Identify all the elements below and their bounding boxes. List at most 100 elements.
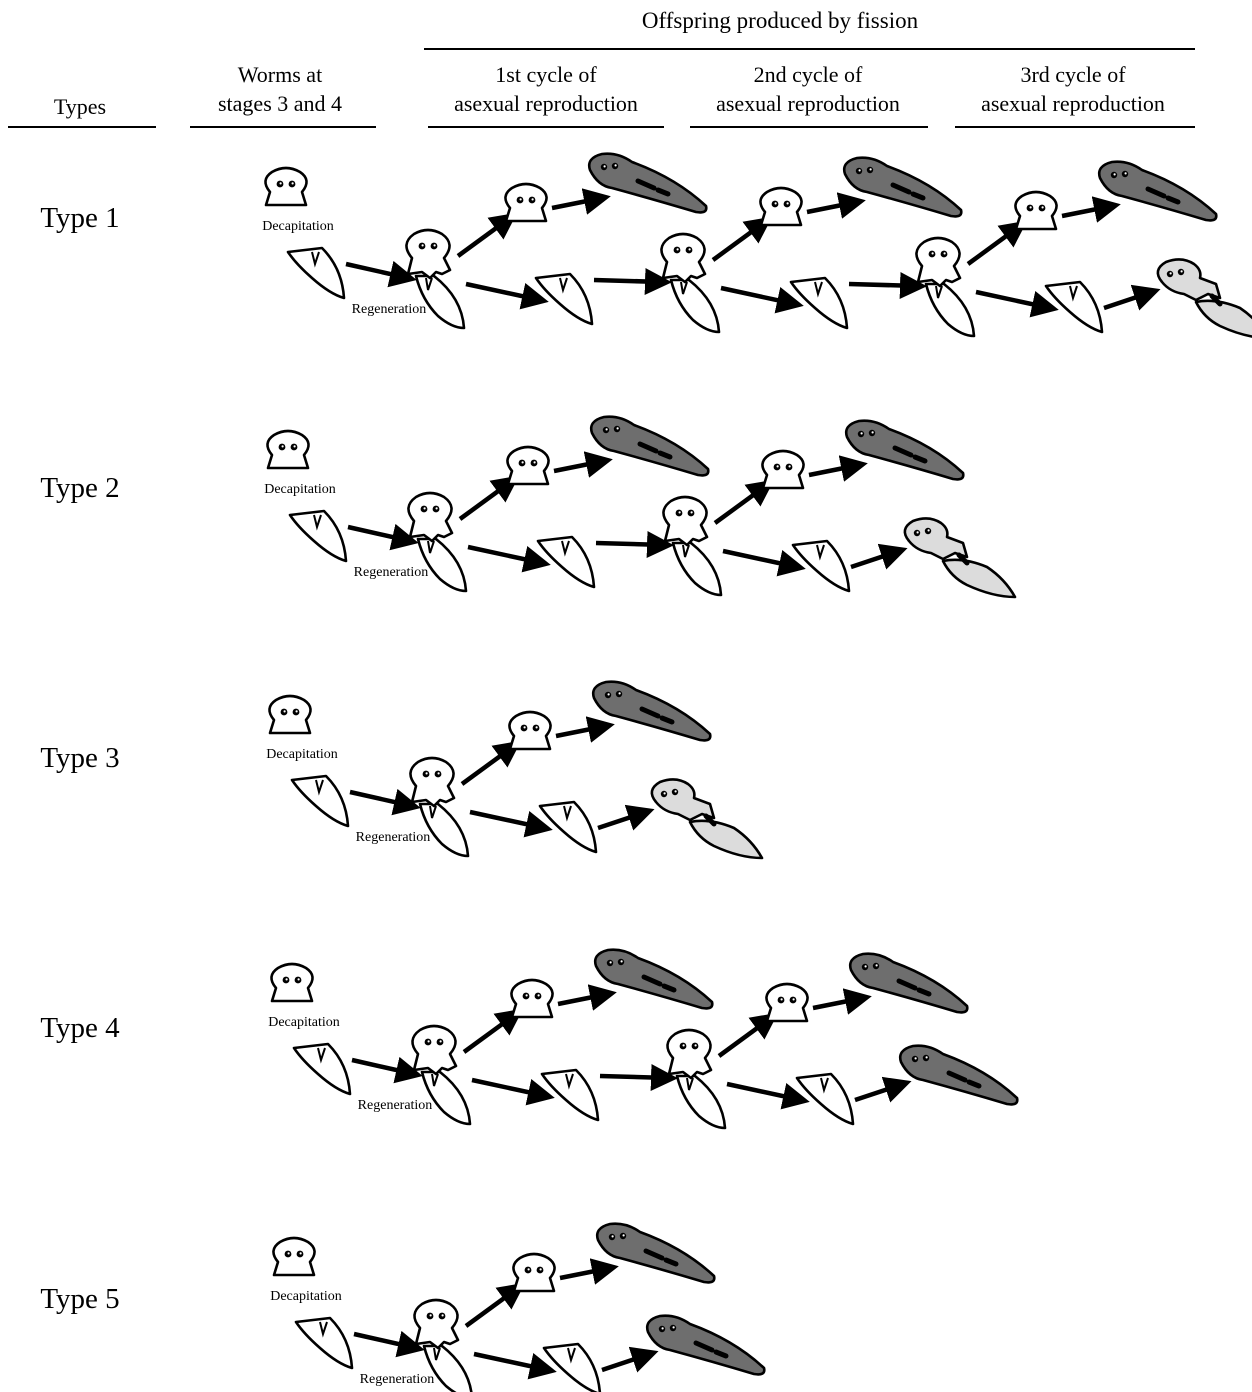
light-regenerated-worm	[905, 518, 1015, 597]
decapitated-head	[272, 1236, 316, 1277]
grown-worm	[850, 954, 967, 1013]
arrow-to-regenerating-worm	[593, 267, 672, 295]
arrow-to-final-worm	[1103, 284, 1161, 311]
grown-worm-from-tail	[647, 1316, 764, 1375]
regeneration-label: Regeneration	[358, 1098, 433, 1113]
decapitation-label: Decapitation	[266, 747, 338, 762]
head-offspring	[510, 978, 554, 1019]
arrow-to-tail-offspring	[975, 289, 1059, 318]
decapitated-tail	[294, 1316, 354, 1370]
decapitated-tail	[290, 774, 350, 828]
tail-offspring	[534, 272, 594, 326]
decapitated-tail	[288, 509, 348, 563]
arrow-to-regenerating-worm	[848, 271, 927, 299]
light-regenerated-worm	[1158, 259, 1252, 338]
arrow-to-regenerating-worm	[599, 1063, 678, 1091]
decapitated-head	[264, 166, 308, 207]
arrow-to-head-offspring	[713, 479, 775, 525]
worms-rule	[190, 126, 376, 128]
head-offspring	[506, 445, 550, 486]
grown-worm	[844, 158, 961, 217]
cycle-1-header: 1st cycle of asexual reproduction	[428, 60, 664, 118]
arrow-to-regenerating-worm	[347, 523, 419, 551]
decapitation-label: Decapitation	[262, 219, 334, 234]
worms-header-line2: stages 3 and 4	[217, 91, 343, 116]
head-offspring	[504, 182, 548, 223]
head-offspring	[1014, 190, 1058, 231]
regeneration-label: Regeneration	[360, 1372, 435, 1387]
grown-worm	[595, 950, 712, 1009]
cycle-2-rule	[690, 126, 928, 128]
grown-worm	[591, 417, 708, 476]
arrow-to-head-offspring	[717, 1012, 779, 1058]
arrow-to-grown-worm	[808, 455, 868, 482]
head-offspring	[508, 710, 552, 751]
decapitation-label: Decapitation	[270, 1289, 342, 1304]
arrow-to-tail-offspring	[467, 544, 551, 573]
grown-worm	[593, 682, 710, 741]
arrow-to-head-offspring	[456, 212, 518, 258]
cycle-3-line1: 3rd cycle of	[1020, 62, 1126, 87]
decapitation-label: Decapitation	[268, 1015, 340, 1030]
cycle-3-rule	[955, 126, 1195, 128]
decapitated-head	[266, 429, 310, 470]
arrow-to-head-offspring	[458, 475, 520, 521]
head-offspring	[512, 1252, 556, 1293]
arrow-to-regenerating-worm	[345, 260, 417, 288]
arrow-to-tail-offspring	[726, 1081, 810, 1110]
cycle-1-rule	[428, 126, 664, 128]
arrow-to-tail-offspring	[720, 285, 804, 314]
grown-worm	[589, 154, 706, 213]
arrow-to-regenerating-worm	[353, 1330, 425, 1358]
arrow-to-final-worm	[601, 1346, 659, 1373]
cycle-1-line1: 1st cycle of	[495, 62, 597, 87]
grown-worm-from-tail	[900, 1046, 1017, 1105]
arrow-to-grown-worm	[553, 451, 613, 478]
head-offspring	[765, 982, 809, 1023]
tail-offspring	[789, 276, 849, 330]
arrow-to-final-worm	[850, 543, 908, 570]
worms-header-line1: Worms at	[237, 62, 323, 87]
arrow-to-head-offspring	[711, 216, 773, 262]
regeneration-label: Regeneration	[352, 302, 427, 317]
cycle-3-header: 3rd cycle of asexual reproduction	[955, 60, 1191, 118]
regenerating-worm	[915, 236, 976, 338]
arrow-to-head-offspring	[460, 740, 522, 786]
arrow-to-head-offspring	[966, 220, 1028, 266]
arrow-to-regenerating-worm	[595, 530, 674, 558]
regenerating-worm	[662, 495, 723, 597]
decapitated-head	[268, 694, 312, 735]
offspring-header: Offspring produced by fission	[641, 8, 919, 33]
arrow-to-grown-worm	[1061, 196, 1121, 223]
cycle-2-line2: asexual reproduction	[716, 91, 900, 116]
arrow-to-grown-worm	[559, 1258, 619, 1285]
cycle-1-line2: asexual reproduction	[454, 91, 638, 116]
worms-header: Worms at stages 3 and 4	[190, 60, 370, 118]
type-1-label: Type 1	[40, 202, 120, 234]
arrow-to-grown-worm	[551, 188, 611, 215]
cycle-3-line2: asexual reproduction	[981, 91, 1165, 116]
tail-offspring	[795, 1072, 855, 1126]
type-4-label: Type 4	[40, 1012, 120, 1044]
arrow-to-grown-worm	[555, 716, 615, 743]
decapitated-tail	[292, 1042, 352, 1096]
tail-offspring	[540, 1068, 600, 1122]
arrow-to-regenerating-worm	[349, 788, 421, 816]
decapitated-head	[270, 962, 314, 1003]
tail-offspring	[1044, 280, 1104, 334]
grown-worm	[846, 421, 963, 480]
decapitation-label: Decapitation	[264, 482, 336, 497]
regeneration-label: Regeneration	[354, 565, 429, 580]
types-rule	[8, 126, 156, 128]
decapitated-tail	[286, 246, 346, 300]
type-2-label: Type 2	[40, 472, 120, 504]
arrow-to-head-offspring	[464, 1282, 526, 1328]
grown-worm	[597, 1224, 714, 1283]
cycle-2-line1: 2nd cycle of	[753, 62, 863, 87]
grown-worm	[1099, 162, 1216, 221]
arrow-to-regenerating-worm	[351, 1056, 423, 1084]
